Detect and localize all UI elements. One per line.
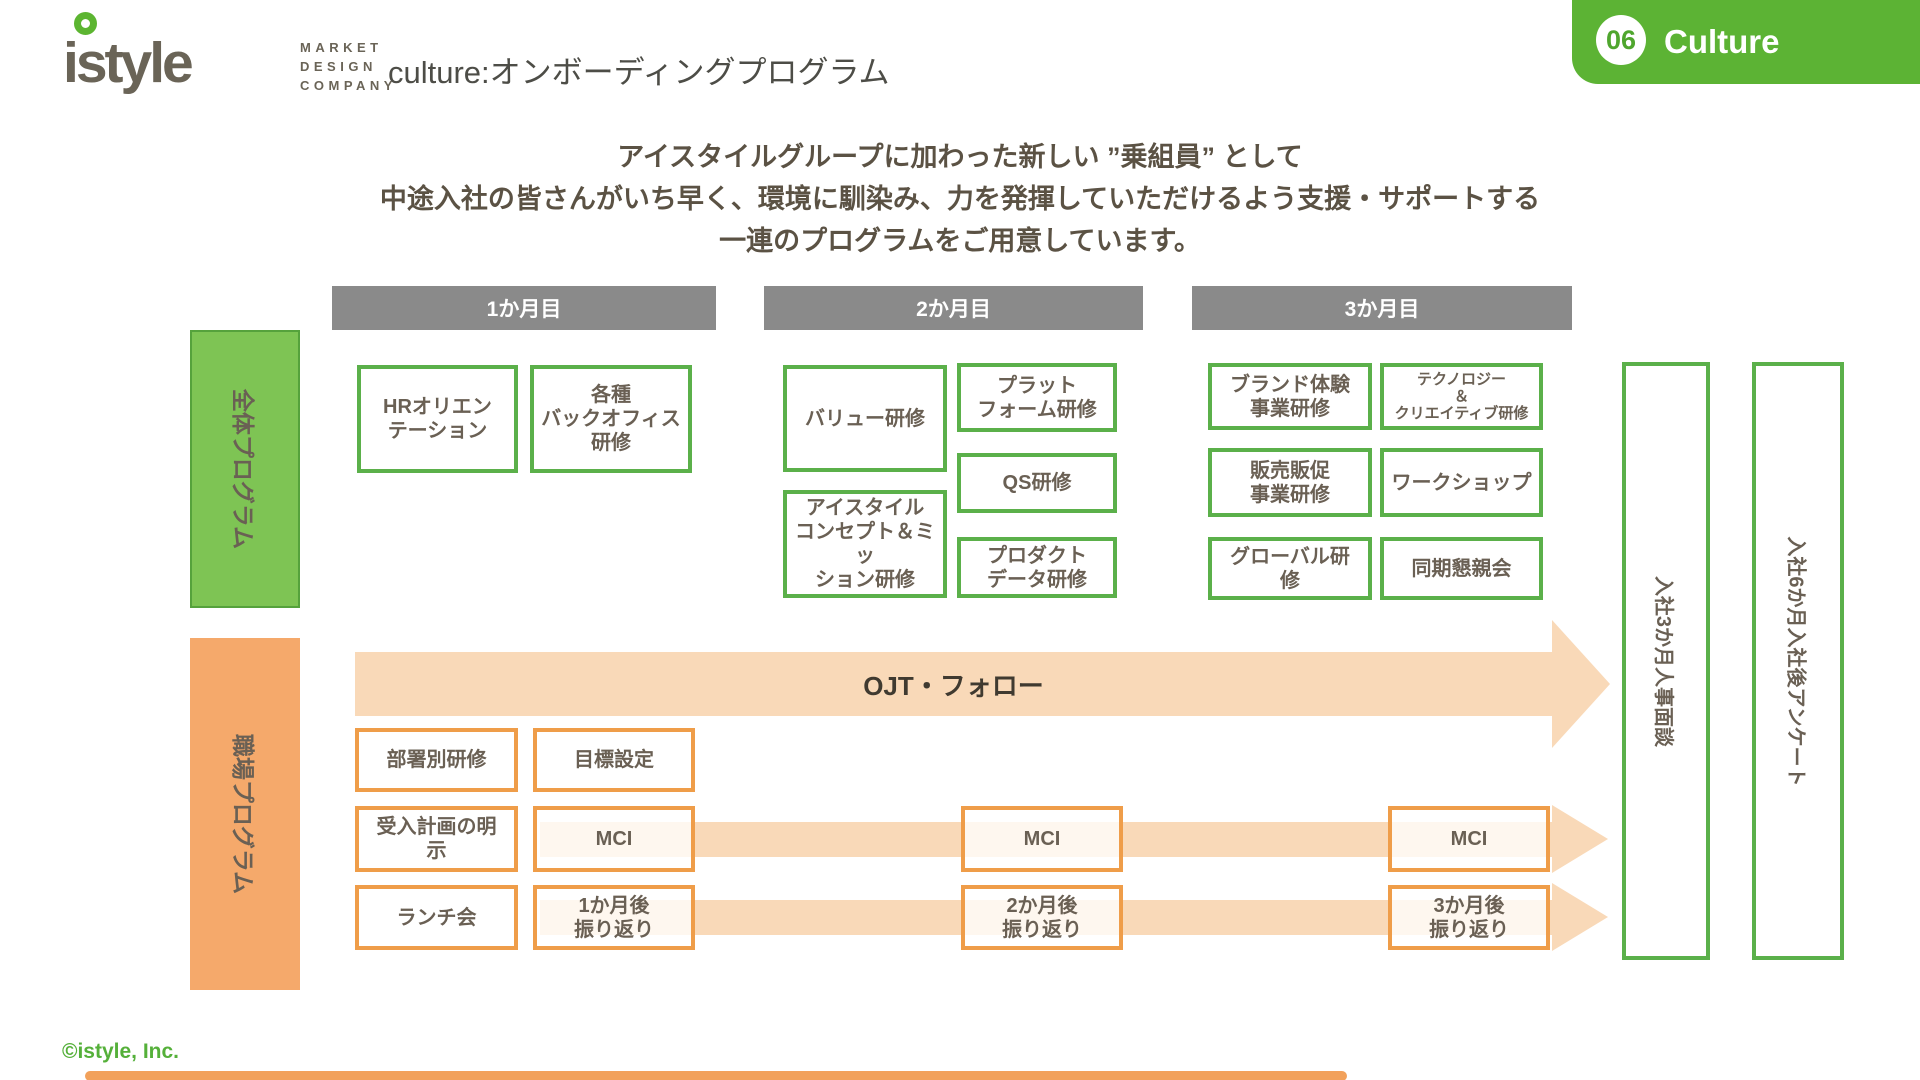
program-box-hr-orientation: HRオリエン テーション bbox=[357, 365, 518, 473]
intro-line-1: アイスタイルグループに加わった新しい ”乗組員” として bbox=[617, 142, 1303, 172]
tagline-line-company: COMPANY bbox=[300, 78, 397, 93]
milestone-6month-text: 入社6か月入社後アンケート bbox=[1784, 535, 1807, 787]
program-box-platform: プラット フォーム研修 bbox=[957, 363, 1117, 432]
copyright-text: ©istyle, Inc. bbox=[62, 1040, 180, 1063]
review-flow-arrow-head-icon bbox=[1552, 883, 1608, 951]
program-box-product-data: プロダクト データ研修 bbox=[957, 537, 1117, 598]
program-box-brand-experience: ブランド体験 事業研修 bbox=[1208, 363, 1372, 430]
program-box-concept-mission: アイスタイル コンセプト＆ミッ ション研修 bbox=[783, 490, 947, 598]
intro-text: アイスタイルグループに加わった新しい ”乗組員” として 中途入社の皆さんがいち… bbox=[0, 136, 1920, 262]
program-box-mci-month1: MCI bbox=[533, 806, 695, 872]
ojt-arrow bbox=[355, 652, 1552, 716]
milestone-3month-text: 入社3か月人事面談 bbox=[1652, 575, 1675, 747]
program-box-mci-month2: MCI bbox=[961, 806, 1123, 872]
workplace-section-label-text: 職場プログラム bbox=[230, 733, 256, 895]
program-box-technology-creative: テクノロジー ＆ クリエイティブ研修 bbox=[1380, 363, 1543, 430]
badge-label: Culture bbox=[1664, 23, 1780, 60]
program-box-acceptance-plan: 受入計画の明 示 bbox=[355, 806, 518, 872]
intro-line-2: 中途入社の皆さんがいち早く、環境に馴染み、力を発揮していただけるよう支援・サポー… bbox=[379, 184, 1541, 214]
ojt-arrow-label: OJT・フォロー bbox=[863, 670, 1044, 701]
istyle-brand-text: istyle bbox=[63, 31, 194, 95]
program-box-peer-gathering: 同期懇親会 bbox=[1380, 537, 1543, 600]
badge-number: 06 bbox=[1596, 15, 1646, 65]
logo-tagline: MARKET DESIGN COMPANY bbox=[300, 38, 397, 95]
overall-section-label: 全体プログラム bbox=[190, 330, 300, 608]
program-box-mci-month3: MCI bbox=[1388, 806, 1550, 872]
program-box-sales-promotion: 販売販促 事業研修 bbox=[1208, 448, 1372, 517]
program-box-goal-setting: 目標設定 bbox=[533, 728, 695, 792]
mci-flow-arrow-head-icon bbox=[1552, 805, 1608, 873]
program-box-workshop: ワークショップ bbox=[1380, 448, 1543, 517]
program-box-review-month1: 1か月後 振り返り bbox=[533, 885, 695, 950]
program-box-review-month3: 3か月後 振り返り bbox=[1388, 885, 1550, 950]
program-box-qs: QS研修 bbox=[957, 453, 1117, 513]
overall-section-label-text: 全体プログラム bbox=[230, 388, 256, 550]
tagline-line-design: DESIGN bbox=[300, 59, 377, 74]
tagline-line-market: MARKET bbox=[300, 40, 383, 55]
workplace-section-label: 職場プログラム bbox=[190, 638, 300, 990]
program-box-backoffice: 各種 バックオフィス 研修 bbox=[530, 365, 692, 473]
program-box-global: グローバル研 修 bbox=[1208, 537, 1372, 600]
intro-line-3: 一連のプログラムをご用意しています。 bbox=[719, 226, 1201, 256]
istyle-logo-ring-icon bbox=[74, 12, 97, 35]
milestone-box-3month-interview: 入社3か月人事面談 bbox=[1622, 362, 1710, 960]
page-title: culture:オンボーディングプログラム bbox=[388, 55, 890, 90]
bottom-accent-bar bbox=[85, 1071, 1347, 1080]
section-badge: 06 Culture bbox=[1572, 0, 1920, 84]
program-box-review-month2: 2か月後 振り返り bbox=[961, 885, 1123, 950]
program-box-department-training: 部署別研修 bbox=[355, 728, 518, 792]
ojt-arrow-head-icon bbox=[1552, 620, 1610, 748]
month-header-3: 3か月目 bbox=[1192, 286, 1572, 330]
month-header-2: 2か月目 bbox=[764, 286, 1143, 330]
milestone-box-6month-survey: 入社6か月入社後アンケート bbox=[1752, 362, 1844, 960]
program-box-lunch: ランチ会 bbox=[355, 885, 518, 950]
program-box-value-training: バリュー研修 bbox=[783, 365, 947, 472]
month-header-1: 1か月目 bbox=[332, 286, 716, 330]
